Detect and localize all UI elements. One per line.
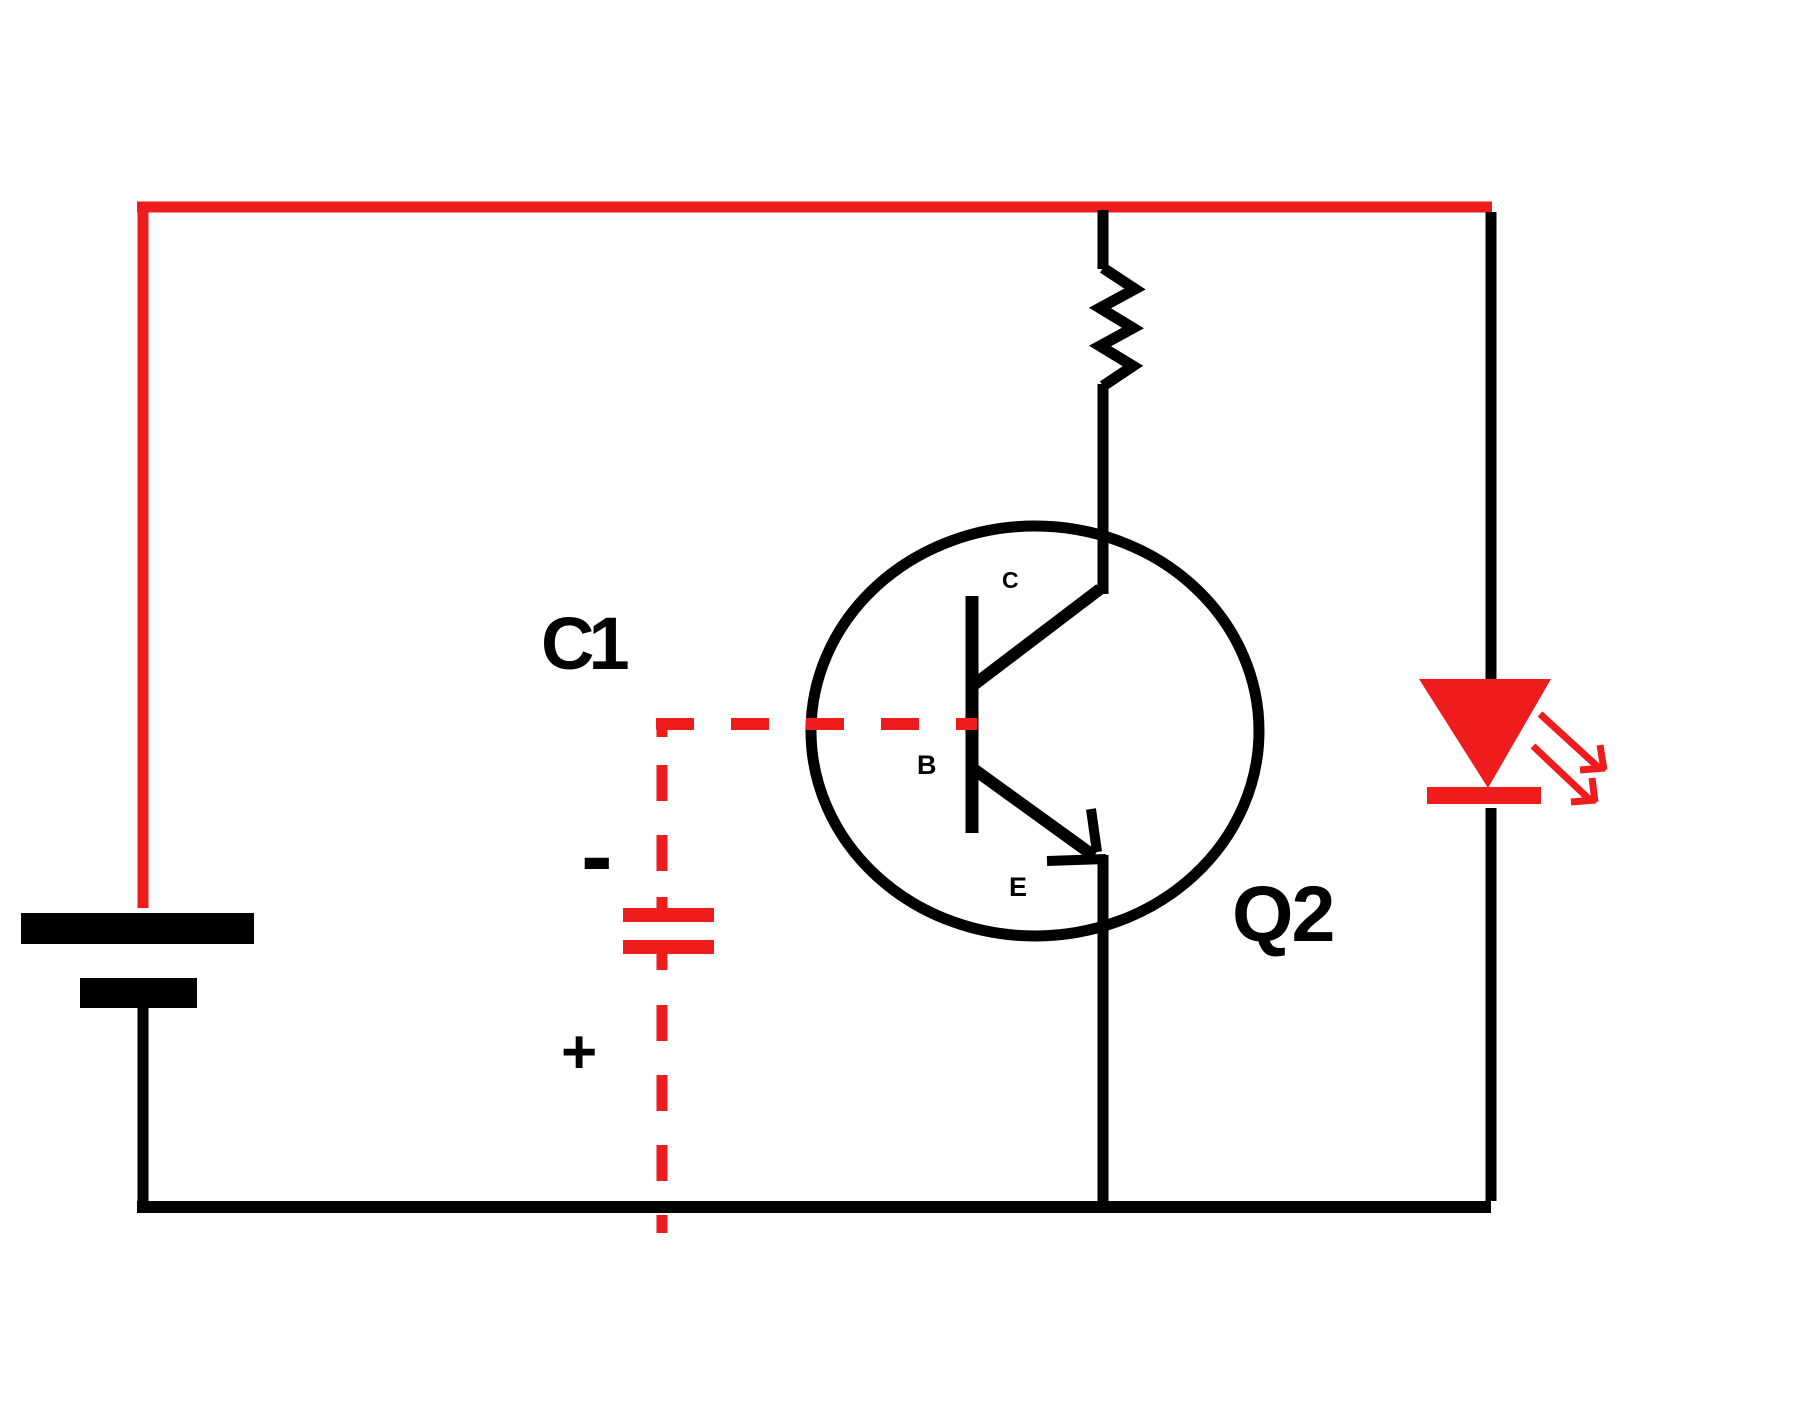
led-light-arrows-icon [1530,711,1608,806]
led-symbol [1419,212,1608,1201]
base-pin-label: B [917,750,937,780]
transistor-name-label: Q2 [1232,869,1333,958]
light-arrow-2-barb-b [1570,796,1597,806]
transistor-collector-line [971,584,1104,689]
resistor-symbol [1088,210,1146,594]
transistor-emitter-line [971,765,1098,861]
light-arrow-1-shaft [1537,711,1601,770]
battery-positive-plate [21,913,254,944]
capacitor-negative-sign: - [581,803,613,909]
led-cathode-bar [1427,787,1541,804]
battery-negative-plate [80,978,197,1008]
capacitor-name-label: C1 [541,602,628,685]
resistor-zigzag [1088,263,1146,391]
light-arrow-1-barb-b [1579,764,1606,774]
led-triangle [1419,679,1551,788]
battery-symbol [21,913,254,1210]
positive-rail-wire [137,201,1492,908]
transistor-body-circle [805,520,1265,942]
capacitor-bottom-plate [623,940,714,954]
capacitor-symbol: C1 - + [541,602,977,1233]
capacitor-positive-sign: + [561,1018,597,1087]
light-arrow-2-shaft [1530,743,1592,802]
collector-pin-label: C [1002,567,1019,593]
transistor-symbol: C B E [805,520,1265,1210]
emitter-arrowhead-upper-barb [1086,808,1102,853]
emitter-pin-label: E [1009,872,1027,902]
emitter-arrowhead-lower-barb [1046,854,1107,866]
capacitor-top-plate [623,908,714,922]
